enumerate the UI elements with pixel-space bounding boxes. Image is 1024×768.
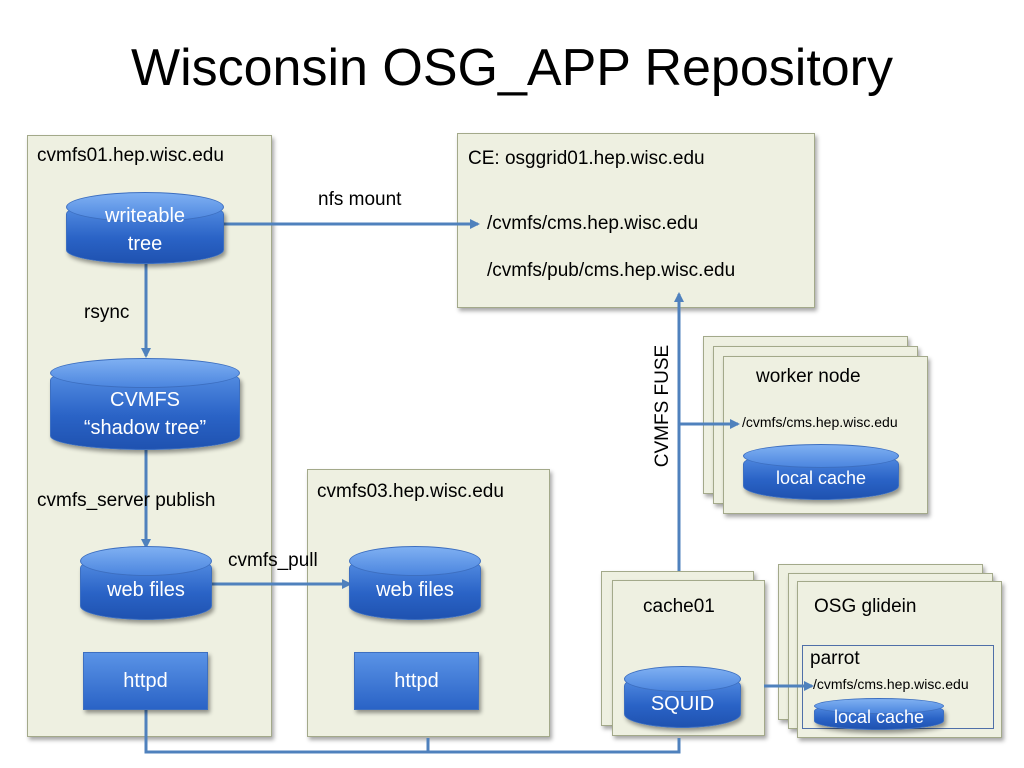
httpd-box-1: httpd bbox=[83, 652, 208, 710]
squid-cylinder: SQUID bbox=[624, 666, 741, 728]
writeable-tree-label-1: writeable bbox=[104, 205, 186, 227]
writeable-tree-cylinder: writeable tree bbox=[66, 192, 224, 264]
squid-label: SQUID bbox=[650, 693, 715, 715]
glidein-local-cache-cylinder: local cache bbox=[814, 698, 944, 730]
ce-host-label: CE: osggrid01.hep.wisc.edu bbox=[468, 148, 705, 169]
worker-node-title: worker node bbox=[756, 366, 861, 387]
web-files-label-1: web files bbox=[107, 579, 185, 601]
shadow-tree-cylinder: CVMFS “shadow tree” bbox=[50, 358, 240, 450]
nfs-mount-label: nfs mount bbox=[318, 189, 402, 210]
web-files-label-2: web files bbox=[376, 579, 454, 601]
worker-node-path: /cvmfs/cms.hep.wisc.edu bbox=[742, 414, 898, 430]
cvmfs-fuse-label: CVMFS FUSE bbox=[652, 344, 673, 468]
cvmfs01-host-label: cvmfs01.hep.wisc.edu bbox=[37, 145, 224, 166]
web-files-cylinder-2: web files bbox=[349, 546, 481, 620]
web-files-cylinder-1: web files bbox=[80, 546, 212, 620]
glidein-path: /cvmfs/cms.hep.wisc.edu bbox=[813, 676, 969, 692]
pull-label: cvmfs_pull bbox=[228, 550, 318, 571]
slide-title: Wisconsin OSG_APP Repository bbox=[131, 39, 893, 97]
rsync-label: rsync bbox=[84, 302, 130, 323]
writeable-tree-label-2: tree bbox=[127, 233, 163, 255]
cvmfs03-host-label: cvmfs03.hep.wisc.edu bbox=[317, 481, 504, 502]
worker-local-cache-label: local cache bbox=[775, 468, 867, 488]
glidein-title: OSG glidein bbox=[814, 596, 917, 617]
cache01-title: cache01 bbox=[643, 596, 715, 617]
worker-local-cache-cylinder: local cache bbox=[743, 444, 899, 500]
ce-path-1: /cvmfs/cms.hep.wisc.edu bbox=[487, 213, 699, 234]
shadow-tree-label-2: “shadow tree” bbox=[83, 417, 207, 439]
publish-label: cvmfs_server publish bbox=[37, 490, 216, 511]
shadow-tree-label-1: CVMFS bbox=[110, 389, 180, 411]
glidein-local-cache-label: local cache bbox=[833, 707, 925, 727]
httpd-box-2: httpd bbox=[354, 652, 479, 710]
bottom-bus bbox=[144, 710, 681, 754]
ce-box bbox=[457, 133, 815, 308]
ce-path-2: /cvmfs/pub/cms.hep.wisc.edu bbox=[487, 260, 736, 281]
parrot-label: parrot bbox=[810, 648, 860, 669]
